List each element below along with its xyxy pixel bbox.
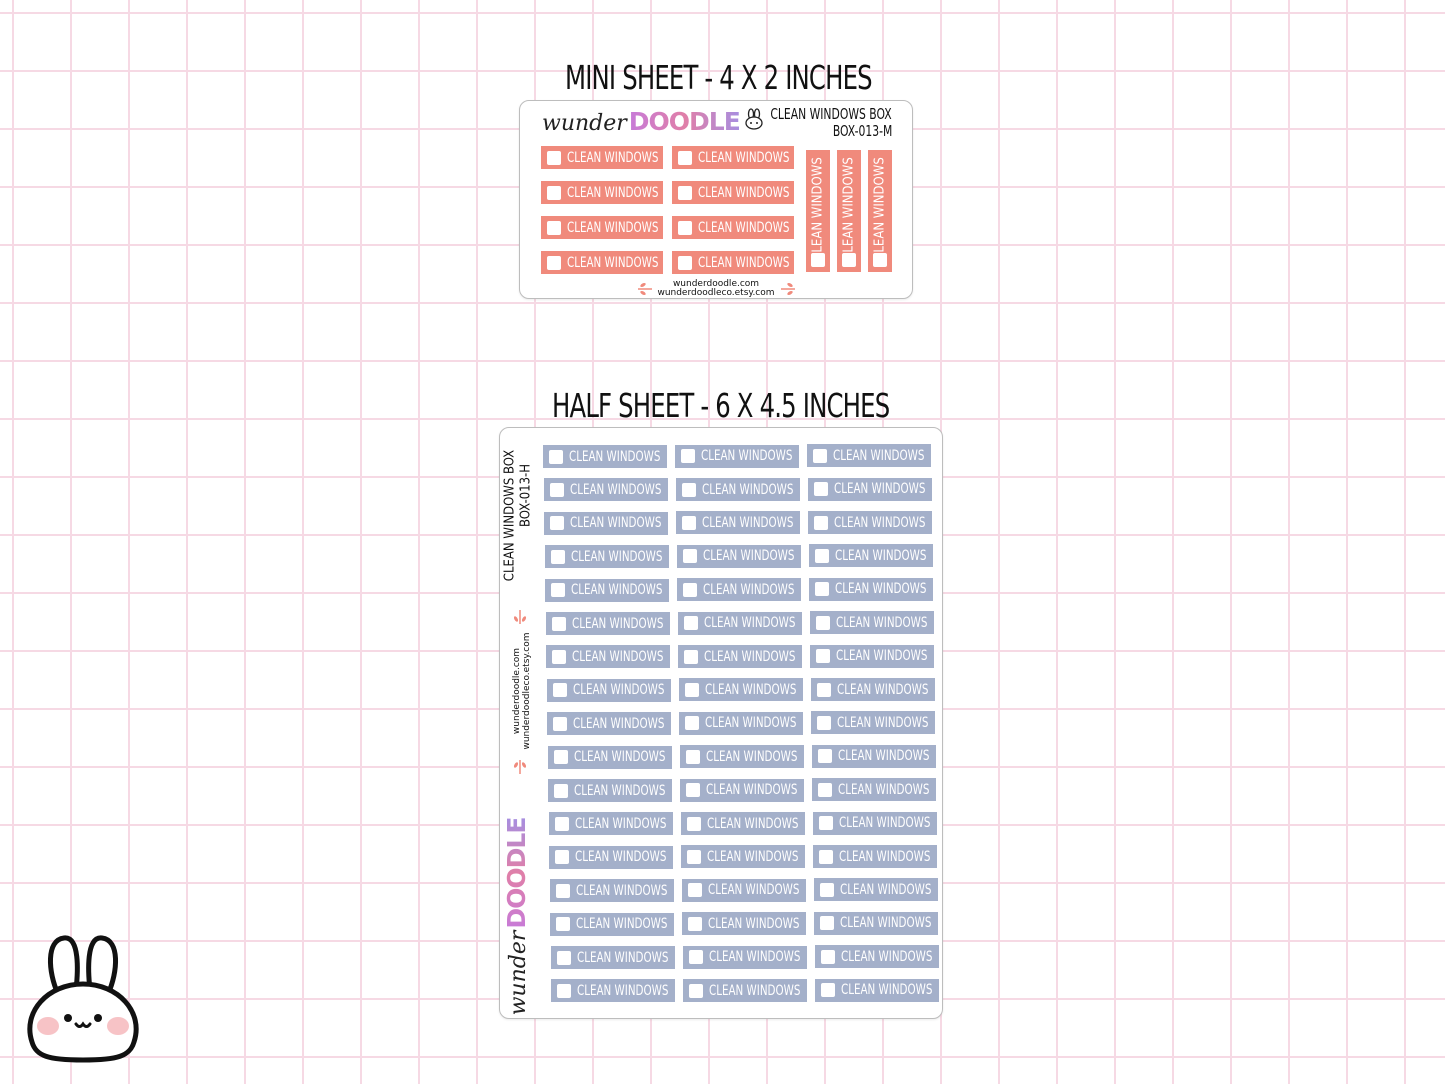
half-sticker: CLEAN WINDOWS — [680, 745, 804, 769]
half-sheet: CLEAN WINDOWS BOX BOX-013-H wunderdoodle… — [499, 427, 943, 1019]
half-sticker: CLEAN WINDOWS — [551, 946, 675, 969]
half-sticker: CLEAN WINDOWS — [680, 778, 804, 802]
half-sticker: CLEAN WINDOWS — [545, 545, 669, 569]
half-brand-logo: wunder DOODLE — [502, 818, 536, 1016]
leaf-sprig-icon — [638, 282, 652, 296]
mini-sheet-title: MINI SHEET - 4 X 2 INCHES — [565, 58, 873, 97]
leaf-sprig-icon — [781, 282, 795, 296]
brand-bold: DOODLE — [502, 817, 531, 929]
half-sticker: CLEAN WINDOWS — [551, 979, 675, 1003]
half-sticker: CLEAN WINDOWS — [545, 578, 669, 602]
mini-sticker: CLEAN WINDOWS — [672, 216, 794, 239]
mini-sticker: CLEAN WINDOWS — [672, 251, 794, 274]
mini-vertical-sticker: CLEAN WINDOWS — [837, 150, 861, 272]
mini-product-code: BOX-013-M — [832, 122, 892, 140]
leaf-sprig-icon — [513, 760, 527, 774]
half-side-column: CLEAN WINDOWS BOX BOX-013-H wunderdoodle… — [502, 428, 542, 1018]
half-sticker: CLEAN WINDOWS — [547, 678, 671, 702]
half-sticker: CLEAN WINDOWS — [681, 812, 805, 835]
leaf-sprig-icon — [513, 610, 527, 624]
half-sticker: CLEAN WINDOWS — [543, 445, 667, 468]
half-sticker: CLEAN WINDOWS — [677, 578, 801, 602]
half-sticker: CLEAN WINDOWS — [544, 478, 668, 502]
mini-footer-etsy: wunderdoodleco.etsy.com — [657, 288, 775, 298]
half-sticker: CLEAN WINDOWS — [811, 711, 935, 735]
mini-sheet: wunder DOODLE CLEAN WINDOWS BOX BOX-013-… — [519, 100, 913, 299]
half-sticker: CLEAN WINDOWS — [675, 444, 799, 468]
half-sticker: CLEAN WINDOWS — [549, 845, 673, 869]
half-sticker: CLEAN WINDOWS — [678, 645, 802, 668]
half-product-name: CLEAN WINDOWS BOX — [502, 449, 518, 582]
bunny-mascot-icon — [27, 935, 139, 1063]
half-sticker: CLEAN WINDOWS — [682, 912, 806, 936]
half-sticker: CLEAN WINDOWS — [676, 478, 800, 501]
half-sticker: CLEAN WINDOWS — [676, 511, 800, 535]
half-sticker: CLEAN WINDOWS — [683, 945, 807, 969]
half-sticker: CLEAN WINDOWS — [814, 911, 938, 935]
half-sticker: CLEAN WINDOWS — [678, 611, 802, 635]
mini-sticker: CLEAN WINDOWS — [541, 181, 663, 204]
half-sticker: CLEAN WINDOWS — [813, 811, 937, 835]
half-sticker: CLEAN WINDOWS — [810, 644, 934, 668]
brand-bold: DOODLE — [628, 107, 741, 136]
half-site: wunderdoodle.com — [512, 647, 522, 735]
mini-vertical-sticker: CLEAN WINDOWS — [806, 150, 830, 272]
half-sticker: CLEAN WINDOWS — [679, 678, 803, 702]
mini-brand-logo: wunder DOODLE — [542, 107, 765, 136]
half-sticker: CLEAN WINDOWS — [679, 711, 803, 735]
half-sticker: CLEAN WINDOWS — [809, 544, 933, 568]
half-sticker: CLEAN WINDOWS — [547, 712, 671, 736]
mini-sticker: CLEAN WINDOWS — [541, 216, 663, 239]
half-product-code: BOX-013-H — [518, 463, 534, 528]
half-sticker: CLEAN WINDOWS — [810, 611, 934, 635]
half-sticker: CLEAN WINDOWS — [811, 678, 935, 701]
half-sticker: CLEAN WINDOWS — [550, 879, 674, 903]
half-sticker: CLEAN WINDOWS — [812, 778, 936, 802]
mini-product-name: CLEAN WINDOWS BOX — [770, 105, 892, 123]
half-sticker: CLEAN WINDOWS — [812, 744, 936, 768]
half-etsy: wunderdoodleco.etsy.com — [522, 632, 532, 750]
half-sticker: CLEAN WINDOWS — [808, 511, 932, 534]
half-sticker: CLEAN WINDOWS — [813, 845, 937, 868]
mini-sticker: CLEAN WINDOWS — [541, 251, 663, 274]
mini-sticker: CLEAN WINDOWS — [672, 181, 794, 204]
mini-sticker: CLEAN WINDOWS — [672, 146, 794, 169]
half-sticker: CLEAN WINDOWS — [807, 444, 931, 468]
half-sticker: CLEAN WINDOWS — [814, 878, 938, 902]
brand-script: wunder — [542, 111, 627, 136]
half-sticker: CLEAN WINDOWS — [683, 979, 807, 1002]
half-sticker: CLEAN WINDOWS — [809, 577, 933, 601]
half-sticker: CLEAN WINDOWS — [546, 645, 670, 669]
brand-script: wunder — [506, 930, 531, 1016]
half-sticker: CLEAN WINDOWS — [548, 745, 672, 769]
half-sheet-title: HALF SHEET - 6 X 4.5 INCHES — [552, 386, 890, 425]
half-sticker: CLEAN WINDOWS — [681, 845, 805, 869]
mini-vertical-sticker: CLEAN WINDOWS — [868, 150, 892, 272]
half-sticker: CLEAN WINDOWS — [548, 779, 672, 802]
half-sticker: CLEAN WINDOWS — [815, 978, 939, 1002]
half-sticker: CLEAN WINDOWS — [546, 612, 670, 635]
half-sticker: CLEAN WINDOWS — [682, 878, 806, 902]
half-sticker: CLEAN WINDOWS — [544, 511, 668, 535]
half-sticker: CLEAN WINDOWS — [815, 945, 939, 969]
half-sticker: CLEAN WINDOWS — [550, 912, 674, 936]
half-sticker: CLEAN WINDOWS — [549, 812, 673, 836]
mini-footer-site: wunderdoodle.com — [672, 279, 760, 289]
half-sticker: CLEAN WINDOWS — [808, 477, 932, 501]
bunny-head-icon — [745, 108, 763, 130]
half-sticker: CLEAN WINDOWS — [677, 544, 801, 568]
mini-sticker: CLEAN WINDOWS — [541, 146, 663, 169]
